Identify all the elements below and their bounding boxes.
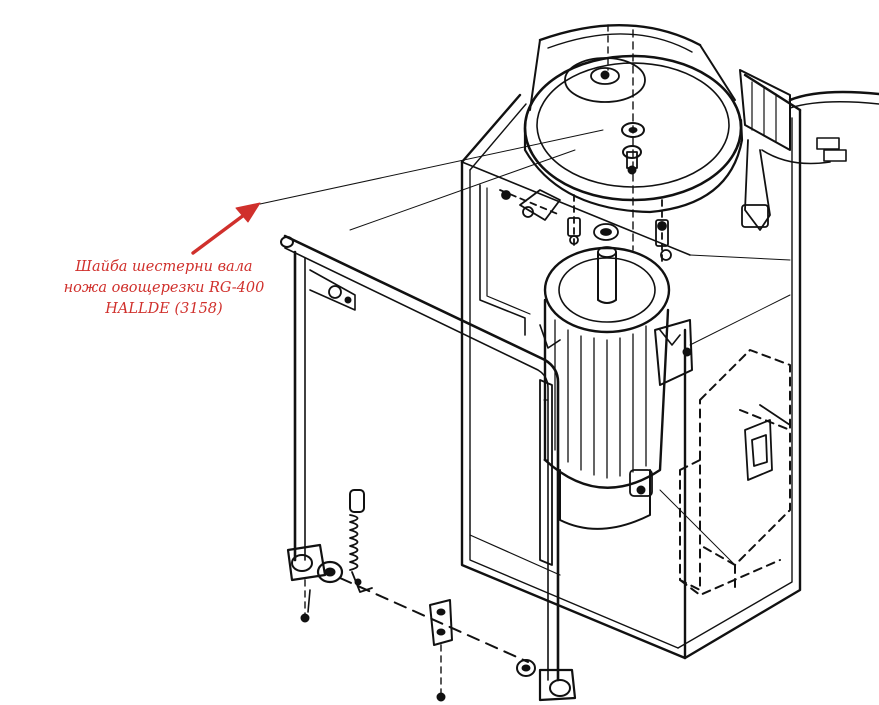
switch-box-dashed: [679, 349, 791, 596]
red-pointer-arrow-icon: [191, 202, 261, 255]
switch-lever: [744, 404, 791, 481]
spring-assembly: [300, 489, 529, 702]
motor: [539, 246, 693, 566]
callout-line-3: HALLDE (3158): [105, 301, 223, 317]
bowl-assembly: [523, 24, 879, 251]
mounting-hardware: [499, 189, 672, 266]
machine-housing: [460, 73, 802, 660]
lever-frame: [280, 234, 577, 702]
part-callout-label: Шайба шестерни вала ножа овощерезки RG-4…: [30, 257, 298, 320]
leader-lines: [259, 129, 791, 566]
callout-line-2: ножа овощерезки RG-400: [63, 280, 265, 296]
callout-line-1: Шайба шестерни вала: [75, 259, 253, 275]
gear-washer: [621, 122, 645, 138]
callout-leader-line: [259, 129, 604, 205]
